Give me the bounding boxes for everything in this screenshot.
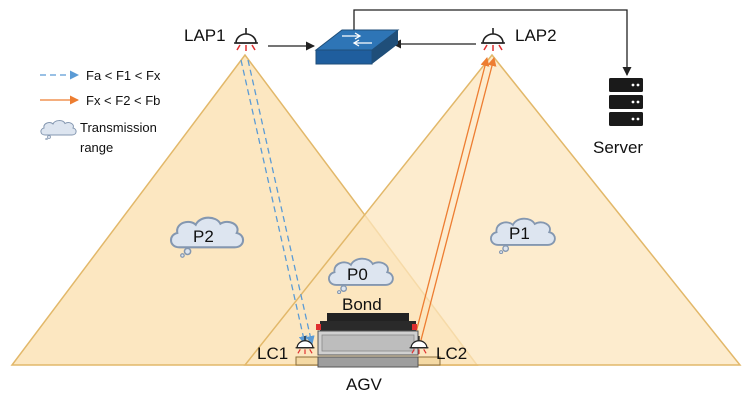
lap2-lamp-icon: [480, 28, 506, 52]
legend-transmission-line1: Transmission: [80, 120, 157, 135]
legend-cloud-icon: [40, 120, 77, 140]
p1-label: P1: [509, 224, 530, 243]
network-switch-icon: [314, 29, 400, 65]
agv-label: AGV: [346, 375, 383, 394]
p2-label: P2: [193, 227, 214, 246]
legend: Fa < F1 < Fx Fx < F2 < Fb Transmission r…: [40, 68, 161, 155]
bond-label: Bond: [342, 295, 382, 314]
lc2-uplink-arrow-a: [412, 57, 490, 345]
lap2-label: LAP2: [515, 26, 557, 45]
legend-uplink-text: Fx < F2 < Fb: [86, 93, 160, 108]
server-rack-icon: [609, 78, 643, 126]
p0-label: P0: [347, 265, 368, 284]
lc2-label: LC2: [436, 344, 467, 363]
lap1-lamp-icon: [233, 28, 259, 52]
lc1-label: LC1: [257, 344, 288, 363]
lap2-coverage-area: [243, 53, 742, 366]
server-label: Server: [593, 138, 643, 157]
lap1-downlink-arrow-a: [240, 59, 308, 345]
switch-to-server-link: [353, 9, 632, 76]
lap1-label: LAP1: [184, 26, 226, 45]
legend-transmission-line2: range: [80, 140, 113, 155]
lc2-uplink-arrow-b: [419, 57, 497, 345]
legend-downlink-text: Fa < F1 < Fx: [86, 68, 161, 83]
lap1-downlink-arrow-b: [247, 59, 315, 345]
